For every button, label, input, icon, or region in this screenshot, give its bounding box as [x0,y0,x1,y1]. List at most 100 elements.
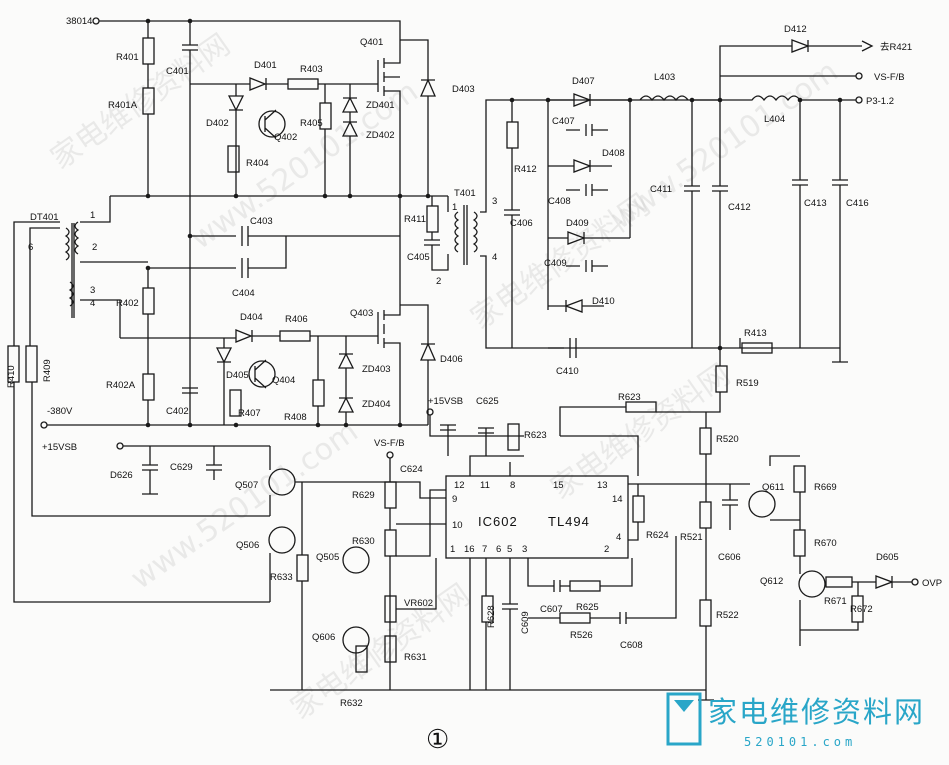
svg-text:R630: R630 [352,536,375,547]
svg-text:C408: C408 [548,196,571,207]
svg-text:R407: R407 [238,408,261,419]
svg-text:ZD403: ZD403 [362,364,391,375]
svg-text:R402: R402 [116,298,139,309]
svg-text:2: 2 [92,242,97,253]
d402 [227,95,245,112]
svg-text:2: 2 [604,544,609,555]
svg-text:R409: R409 [42,359,53,382]
svg-text:TL494: TL494 [548,514,590,529]
svg-text:15: 15 [553,480,564,491]
svg-text:5: 5 [507,544,512,555]
svg-text:D406: D406 [440,354,463,365]
svg-text:家电维修资料网: 家电维修资料网 [708,695,925,729]
svg-text:12: 12 [454,480,465,491]
svg-text:OVP: OVP [922,578,942,589]
r626 [481,595,494,623]
figure-number: ① [426,725,449,755]
r629 [384,481,397,509]
svg-text:R404: R404 [246,158,269,169]
svg-text:4: 4 [492,252,497,263]
svg-text:ZD402: ZD402 [366,130,395,141]
svg-text:3: 3 [522,544,527,555]
svg-text:9: 9 [452,494,457,505]
r413 [741,342,773,354]
svg-text:Q606: Q606 [312,632,335,643]
svg-text:10: 10 [452,520,463,531]
svg-text:C609: C609 [520,611,531,634]
svg-text:VS-F/B: VS-F/B [374,438,405,449]
r520 [699,427,712,455]
svg-text:R624: R624 [646,530,669,541]
svg-text:DT401: DT401 [30,212,59,223]
svg-text:www.520101.com: www.520101.com [605,54,845,237]
svg-text:14: 14 [612,494,623,505]
svg-text:R406: R406 [285,314,308,325]
r402a [142,373,155,401]
svg-text:R623: R623 [618,392,641,403]
svg-text:R408: R408 [284,412,307,423]
svg-text:1: 1 [452,202,457,213]
svg-text:Q611: Q611 [762,482,785,493]
svg-text:C625: C625 [476,396,499,407]
control: R519 R623 +15VSB C625 R623 IC602 TL494 1… [42,348,942,709]
svg-text:C410: C410 [556,366,579,377]
svg-text:IC602: IC602 [478,514,518,529]
svg-text:Q403: Q403 [350,308,373,319]
svg-text:D401: D401 [254,60,277,71]
svg-text:D409: D409 [566,218,589,229]
svg-text:1: 1 [450,544,455,555]
r404 [227,145,240,173]
r522 [699,599,712,627]
svg-text:C411: C411 [650,184,672,195]
svg-text:R631: R631 [404,652,427,663]
r630 [384,529,397,557]
svg-text:L404: L404 [764,114,785,125]
svg-text:C404: C404 [232,288,255,299]
svg-text:Q401: Q401 [360,37,383,48]
svg-text:VR602: VR602 [404,598,433,609]
svg-text:3: 3 [492,196,497,207]
r671 [825,576,853,588]
svg-text:Q507: Q507 [235,480,258,491]
svg-text:R669: R669 [814,482,837,493]
r526 [559,612,591,624]
svg-text:D410: D410 [592,296,615,307]
low-bridge: D404 R406 D405 Q404 R407 R408 ZD403 ZD40… [40,196,463,429]
r411 [426,205,439,233]
svg-text:1: 1 [90,210,95,221]
svg-text:R401A: R401A [108,100,138,111]
svg-text:+15VSB: +15VSB [428,396,463,407]
svg-text:R671: R671 [824,596,847,607]
svg-text:去R421: 去R421 [880,41,912,53]
svg-text:C403: C403 [250,216,273,227]
svg-text:R521: R521 [680,532,703,543]
r408 [312,379,325,407]
svg-text:R412: R412 [514,164,537,175]
brand-logo: 家电维修资料网 520101.com [666,692,925,749]
r403 [287,78,319,90]
svg-text:R632: R632 [340,698,363,709]
r632 [355,645,368,673]
svg-text:C606: C606 [718,552,741,563]
svg-text:+15VSB: +15VSB [42,442,77,453]
d403 [420,78,436,97]
svg-text:Q505: Q505 [316,552,339,563]
svg-text:R403: R403 [300,64,323,75]
q611 [748,490,776,518]
svg-text:R405: R405 [300,118,323,129]
svg-text:Q402: Q402 [274,132,297,143]
r623 [507,423,520,451]
r409 [25,345,38,383]
svg-text:C413: C413 [804,198,827,209]
q404 [248,360,276,388]
svg-text:R633: R633 [270,572,293,583]
dt401: DT401 1 2 6 3 4 [28,196,148,346]
svg-text:7: 7 [482,544,487,555]
svg-text:4: 4 [616,532,621,543]
svg-text:D408: D408 [602,148,625,159]
r633 [296,554,309,582]
r670 [793,529,806,557]
svg-text:2: 2 [436,276,441,287]
r406 [279,330,311,342]
